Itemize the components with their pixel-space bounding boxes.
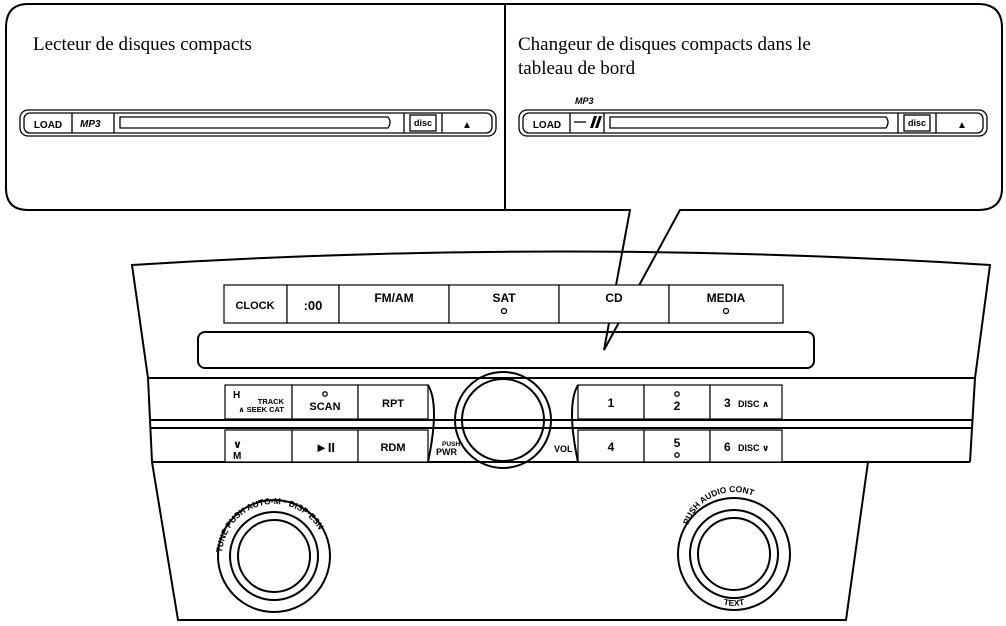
- changer-load-button[interactable]: LOAD: [533, 120, 561, 131]
- rdm-label: RDM: [380, 442, 405, 454]
- preset-3-label: 3: [724, 396, 731, 410]
- preset-6-disc-down-button[interactable]: [709, 429, 783, 463]
- disc-up-label: DISC ∧: [738, 399, 769, 409]
- preset-1-button[interactable]: [577, 384, 645, 420]
- disc-count-icon: [574, 116, 602, 128]
- track-label: TRACK: [258, 397, 285, 406]
- preset-3-disc-up-button[interactable]: [709, 384, 783, 420]
- button-row-2: ∨ M ►II RDM 4 5 6 DISC ∨: [224, 429, 783, 463]
- scan-button[interactable]: [291, 384, 359, 420]
- media-indicator: [722, 307, 730, 315]
- vol-label: VOL: [554, 444, 573, 454]
- mp3-logo: MP3: [80, 119, 101, 130]
- top-button-row: CLOCK :00 FM/AM SAT CD MEDIA: [223, 284, 784, 324]
- button-row-1: H TRACK ∧ SEEK CAT SCAN RPT 1 2 3 DISC ∧: [224, 384, 783, 420]
- changer-cd-slot: MP3 LOAD disc ▲: [518, 96, 988, 137]
- down-arrow-label: ∨: [233, 439, 242, 451]
- cd-button[interactable]: [558, 284, 670, 324]
- compact-disc-logo: disc: [414, 118, 432, 128]
- seek-cat-label: ∧ SEEK CAT: [238, 405, 284, 414]
- media-label: MEDIA: [707, 291, 746, 305]
- scan-indicator: [322, 391, 328, 397]
- display-screen: [197, 331, 815, 369]
- mp3-logo-top: MP3: [575, 96, 594, 106]
- single-cd-slot: LOAD MP3 disc ▲: [19, 109, 497, 137]
- push-label: PUSH: [442, 441, 460, 448]
- preset-1-label: 1: [608, 396, 615, 410]
- preset-2-button[interactable]: [643, 384, 711, 420]
- disc-down-label: DISC ∨: [738, 443, 769, 453]
- power-volume-knob[interactable]: PUSH PWR VOL: [427, 371, 579, 469]
- media-button[interactable]: [668, 284, 784, 324]
- text-label: TEXT: [723, 597, 746, 608]
- tune-knob[interactable]: TUNE PUSH AUTO-M · DISP·ESN: [214, 496, 331, 613]
- preset-2-label: 2: [674, 399, 681, 413]
- eject-button[interactable]: ▲: [462, 120, 472, 131]
- left-title: Lecteur de disques compacts: [33, 34, 252, 55]
- fm-am-button[interactable]: [338, 284, 450, 324]
- audio-control-knob[interactable]: PUSH AUDIO CONT TEXT: [677, 484, 791, 611]
- preset-5-label: 5: [674, 436, 681, 450]
- load-button[interactable]: LOAD: [34, 120, 62, 131]
- minute-label: :00: [304, 298, 323, 313]
- changer-eject-button[interactable]: ▲: [957, 120, 967, 131]
- play-pause-button[interactable]: [291, 429, 359, 463]
- preset-4-button[interactable]: [577, 429, 645, 463]
- cd-label: CD: [605, 291, 623, 305]
- preset-5-indicator: [674, 452, 680, 458]
- track-seek-up-button[interactable]: [224, 384, 293, 420]
- right-title-line1: Changeur de disques compacts dans le: [518, 34, 811, 55]
- changer-disc-logo: disc: [908, 118, 926, 128]
- preset-4-label: 4: [608, 440, 615, 454]
- scan-label: SCAN: [309, 401, 340, 413]
- sat-button[interactable]: [448, 284, 560, 324]
- right-title-line2: tableau de bord: [518, 58, 636, 79]
- pwr-label: PWR: [436, 447, 457, 457]
- rdm-button[interactable]: [357, 429, 429, 463]
- fm-am-label: FM/AM: [374, 291, 413, 305]
- m-label: M: [233, 451, 241, 462]
- preset-6-label: 6: [724, 440, 731, 454]
- sat-indicator: [500, 307, 508, 315]
- track-seek-down-button[interactable]: [224, 429, 293, 463]
- sat-label: SAT: [492, 291, 516, 305]
- rpt-button[interactable]: [357, 384, 429, 420]
- preset-2-indicator: [674, 391, 680, 397]
- h-label: H: [233, 390, 240, 401]
- rpt-label: RPT: [382, 398, 404, 410]
- play-pause-label: ►II: [315, 440, 335, 455]
- clock-label: CLOCK: [235, 300, 274, 312]
- callout-box: [5, 3, 1003, 351]
